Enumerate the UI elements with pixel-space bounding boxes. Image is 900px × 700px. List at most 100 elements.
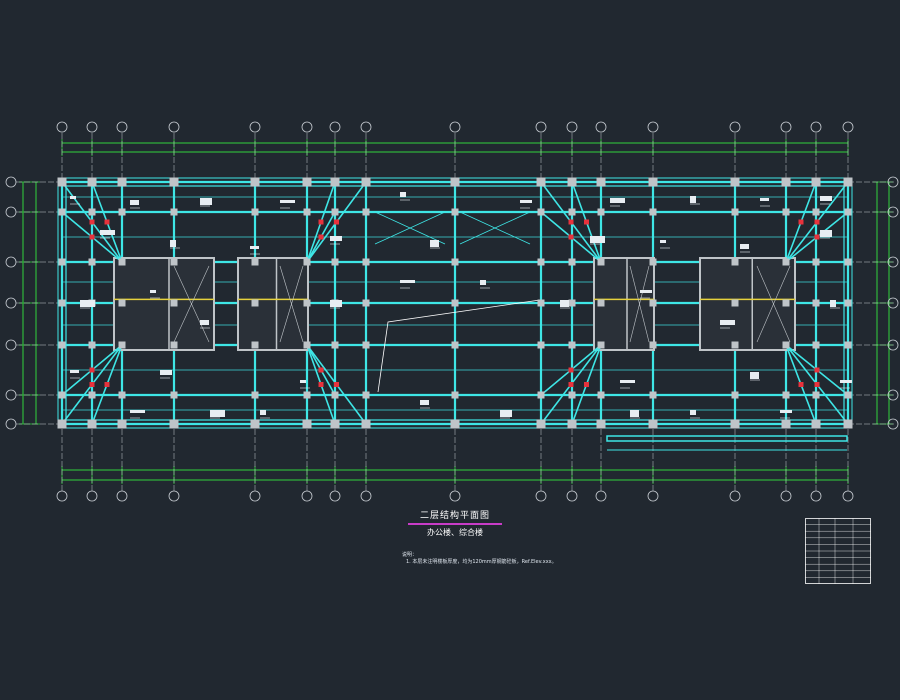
brace-node (814, 367, 820, 373)
column (537, 258, 545, 266)
column (731, 299, 739, 307)
beam-label (400, 280, 415, 283)
column (597, 341, 605, 349)
column (597, 299, 605, 307)
column (782, 258, 790, 266)
column (362, 258, 370, 266)
brace-node (814, 382, 820, 387)
column (302, 419, 312, 429)
column (331, 258, 339, 266)
axis-bubble (116, 490, 128, 502)
column (649, 341, 657, 349)
beam-label (430, 240, 439, 247)
column (117, 177, 127, 187)
brace-node (318, 382, 324, 387)
beam-label (70, 370, 79, 373)
brace-node (104, 382, 110, 387)
axis-bubble (842, 121, 854, 133)
beam-label (740, 244, 749, 249)
column (537, 341, 545, 349)
beam-label (750, 372, 759, 379)
elevator-cross (629, 265, 650, 343)
axis-bubble (56, 121, 68, 133)
beam-label (330, 236, 342, 241)
column (170, 341, 178, 349)
column (648, 419, 658, 429)
beam-label (400, 192, 406, 197)
column (330, 177, 340, 187)
beam-label (760, 198, 769, 201)
beam-label (150, 290, 156, 293)
column (58, 341, 66, 349)
elevator-cross (756, 265, 791, 343)
column (812, 208, 820, 216)
beam-label (260, 410, 266, 415)
column (58, 258, 66, 266)
axis-bubble (647, 490, 659, 502)
axis-bubble (86, 121, 98, 133)
column (170, 258, 178, 266)
column (596, 419, 606, 429)
column (781, 177, 791, 187)
beam-label (690, 196, 696, 203)
axis-bubble (729, 121, 741, 133)
column (812, 341, 820, 349)
brace-node (798, 219, 804, 225)
column (731, 208, 739, 216)
drawing-notes: 说明： 1. 本层未注明楼板厚度，均为120mm厚钢筋砼板，Ref.Elev.x… (402, 552, 557, 566)
beam-label (80, 300, 95, 307)
column (451, 258, 459, 266)
column (649, 258, 657, 266)
column (302, 177, 312, 187)
column (782, 391, 790, 399)
column (597, 258, 605, 266)
beam-label (200, 320, 209, 325)
column (57, 419, 67, 429)
beam-label (70, 196, 76, 199)
column (568, 258, 576, 266)
column (782, 299, 790, 307)
core-wall (113, 257, 215, 351)
column (567, 177, 577, 187)
column (169, 419, 179, 429)
column (303, 208, 311, 216)
column (117, 419, 127, 429)
column (451, 391, 459, 399)
axis-bubble (329, 121, 341, 133)
beam-label (840, 380, 852, 383)
column (781, 419, 791, 429)
brace-node (104, 219, 110, 225)
beam-label (300, 380, 306, 383)
column (844, 341, 852, 349)
beam-label (250, 246, 259, 249)
elevator-cross (279, 265, 304, 343)
column (811, 419, 821, 429)
brace-node (318, 234, 324, 240)
stair-elevator-cores (113, 211, 796, 393)
axis-bubble (5, 256, 17, 268)
axis-bubble (887, 176, 899, 188)
brace-node (334, 219, 339, 225)
axis-bubble (360, 490, 372, 502)
column (118, 208, 126, 216)
column (331, 391, 339, 399)
column (362, 208, 370, 216)
beam-label (720, 320, 735, 325)
axis-bubble (887, 339, 899, 351)
elevator-cross (173, 265, 210, 343)
brace-node (568, 234, 574, 240)
column (118, 299, 126, 307)
drawing-subtitle: 办公楼、综合楼 (427, 528, 483, 537)
column (844, 208, 852, 216)
column (596, 177, 606, 187)
axis-bubble (887, 418, 899, 430)
beam-label (590, 236, 605, 243)
column (597, 208, 605, 216)
axis-bubble (780, 121, 792, 133)
column (118, 341, 126, 349)
column (730, 419, 740, 429)
column (843, 177, 853, 187)
brace-node (568, 219, 574, 225)
brace-node (584, 382, 589, 387)
brace-node (89, 219, 95, 225)
